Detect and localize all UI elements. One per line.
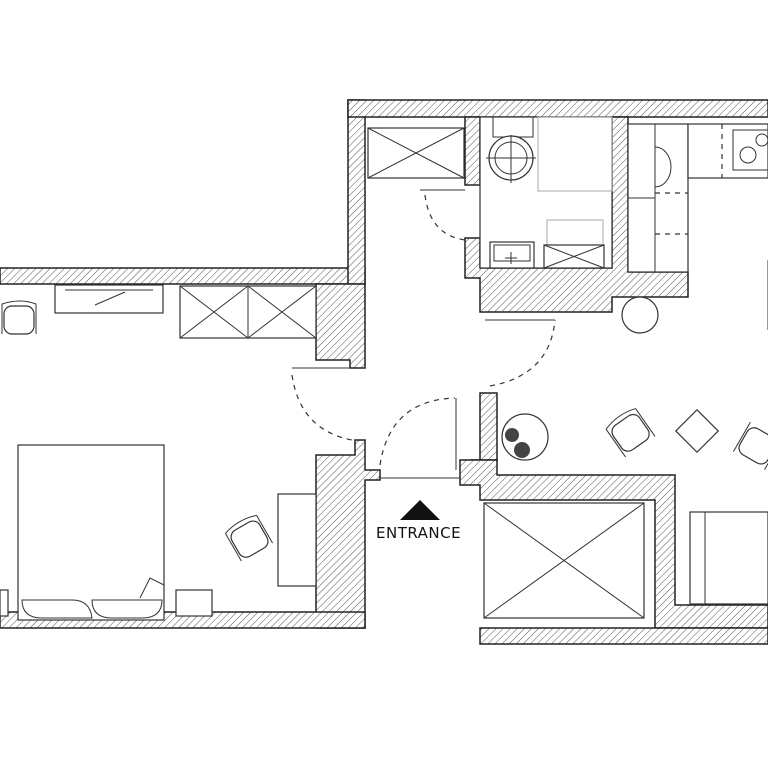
- chair: [732, 421, 768, 470]
- entrance-label: ENTRANCE: [376, 524, 462, 542]
- plant-table: [501, 413, 549, 461]
- sofa: [689, 511, 768, 605]
- chair: [1, 300, 37, 335]
- living-room: [483, 408, 768, 619]
- sink: [489, 241, 535, 269]
- chair: [605, 408, 656, 458]
- kitchen: [621, 123, 768, 334]
- bedroom: [0, 284, 317, 621]
- bathroom: [367, 116, 613, 269]
- wardrobe: [179, 285, 317, 339]
- doors: [291, 189, 556, 479]
- entrance-arrow-icon: [400, 500, 440, 520]
- side-table: [674, 408, 720, 454]
- desk: [277, 493, 317, 587]
- bed: [17, 444, 165, 621]
- chair: [224, 514, 274, 562]
- nightstand: [175, 589, 213, 617]
- walls: [0, 99, 768, 645]
